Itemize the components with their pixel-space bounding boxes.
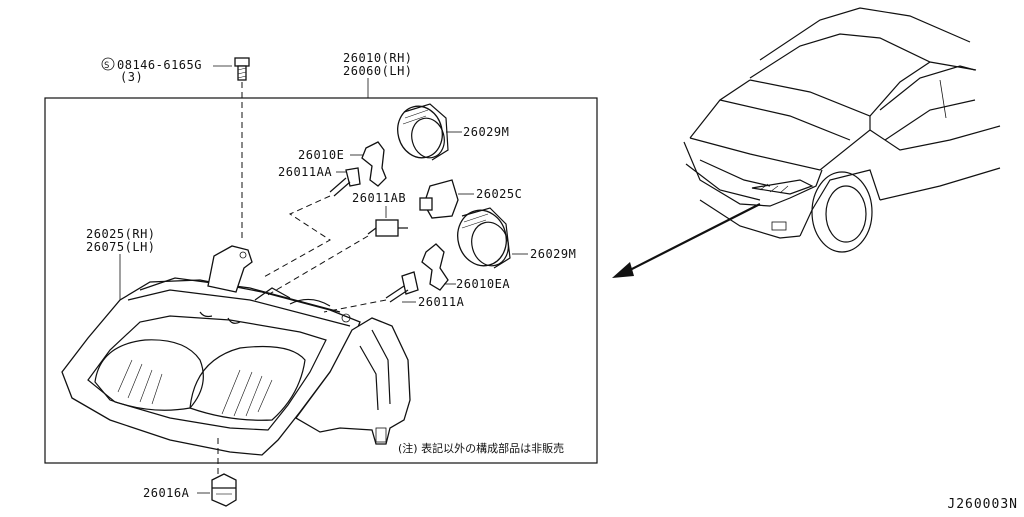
label-assembly-rh: 26010(RH) (343, 51, 413, 65)
label-ring-top: 26029M (463, 125, 509, 139)
assembly-frame (44, 97, 598, 464)
bolt-symbol: S (101, 57, 115, 71)
bulb-a-part (385, 271, 419, 303)
label-housing-lh: 26075(LH) (86, 240, 156, 254)
bulb-ab-part (367, 219, 408, 237)
drawing-code: J260003N (947, 497, 1018, 512)
label-bolt-part: 08146-6165G (117, 58, 202, 72)
bulb-aa-part (329, 167, 361, 197)
bracket-e-part (361, 141, 387, 187)
label-bolt-qty: (3) (120, 70, 143, 84)
label-bulb-aa: 26011AA (278, 165, 332, 179)
location-pointer-arrow (612, 203, 761, 278)
retaining-ring-bottom (457, 207, 511, 269)
label-bulb-ab: 26011AB (352, 191, 406, 205)
label-bracket-e: 26010E (298, 148, 344, 162)
retaining-ring-top (397, 103, 449, 161)
label-bulb-a: 26011A (418, 295, 465, 309)
label-assembly-lh: 26060(LH) (343, 64, 413, 78)
bolt-part (234, 57, 250, 81)
clip-part (211, 473, 237, 507)
svg-text:S: S (104, 61, 109, 71)
socket-c-part (419, 179, 459, 219)
label-bracket-ea: 26010EA (456, 277, 510, 291)
note-text: (注) 表記以外の構成部品は非販売 (398, 441, 564, 455)
label-ring-bottom: 26029M (530, 247, 576, 261)
label-socket-c: 26025C (476, 187, 522, 201)
label-clip: 26016A (143, 486, 190, 500)
label-housing-rh: 26025(RH) (86, 227, 156, 241)
vehicle-illustration (683, 7, 1001, 253)
bracket-ea-part (421, 243, 449, 291)
headlamp-housing (61, 245, 411, 456)
